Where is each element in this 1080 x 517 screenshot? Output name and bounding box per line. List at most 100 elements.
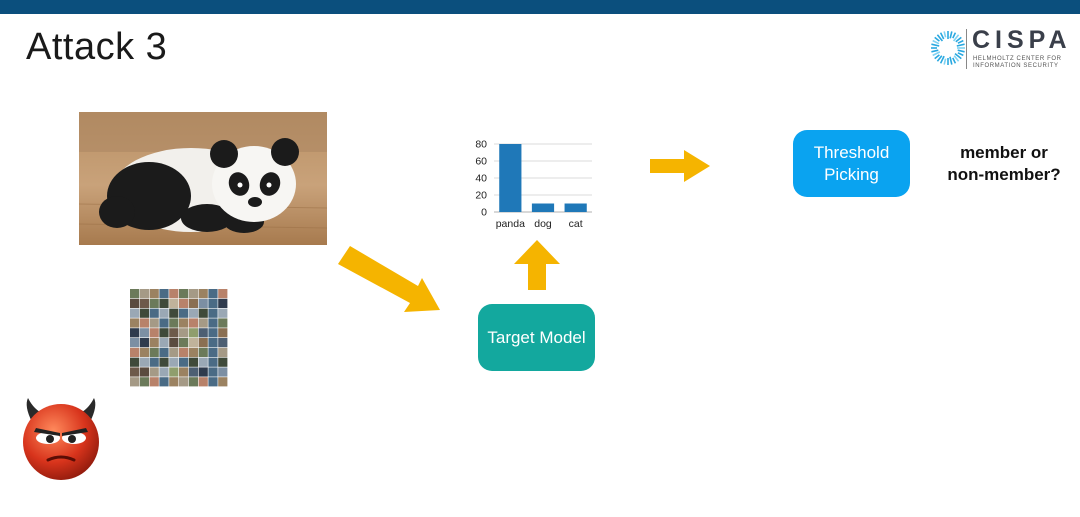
logo-ray [933, 41, 939, 44]
thumbnail-cell [208, 309, 217, 318]
chart-ytick-label: 60 [475, 156, 487, 168]
logo-ray [953, 58, 956, 63]
result-line1: member or [934, 142, 1074, 164]
thumbnail-cell [189, 338, 198, 347]
result-line2: non-member? [934, 164, 1074, 186]
thumbnail-cell [130, 377, 139, 386]
thumbnail-cell [130, 367, 139, 376]
logo-subtitle-line1: HELMHOLTZ CENTER FOR [973, 56, 1062, 63]
cispa-logo: CISPA HELMHOLTZ CENTER FOR INFORMATION S… [928, 26, 1073, 74]
chart-ytick-label: 20 [475, 190, 487, 202]
thumbnail-cell [189, 358, 198, 367]
thumbnail-cell [130, 318, 139, 327]
logo-ray [944, 31, 945, 37]
arrow-to-target-model [336, 246, 446, 316]
thumbnail-cell [189, 367, 198, 376]
logo-ray [944, 59, 945, 65]
thumbnail-cell [218, 299, 227, 308]
thumbnail-cell [199, 367, 208, 376]
thumbnail-cell [179, 377, 188, 386]
slide-title: Attack 3 [26, 26, 167, 69]
thumbnail-cell [150, 309, 159, 318]
top-bar [0, 0, 1080, 14]
thumbnail-cell [208, 367, 217, 376]
logo-ray [931, 50, 938, 52]
thumbnail-cell [199, 338, 208, 347]
thumbnail-cell [218, 309, 227, 318]
thumbnail-cell [179, 318, 188, 327]
thumbnail-cell [140, 348, 149, 357]
thumbnail-cell [199, 328, 208, 337]
thumbnail-cell [169, 318, 178, 327]
logo-mark-icon [928, 26, 968, 74]
thumbnail-cell [169, 289, 178, 298]
thumbnail-cell [150, 367, 159, 376]
thumbnail-cell [218, 289, 227, 298]
thumbnail-cell [208, 377, 217, 386]
thumbnail-cell [159, 358, 168, 367]
thumbnail-cell [159, 328, 168, 337]
thumbnail-cell [189, 289, 198, 298]
thumbnail-cell [218, 338, 227, 347]
logo-ray [950, 57, 952, 65]
thumbnail-cell [199, 377, 208, 386]
thumbnail-cell [218, 358, 227, 367]
thumbnail-cell [150, 377, 159, 386]
thumbnail-cell [189, 377, 198, 386]
thumbnail-cell [159, 299, 168, 308]
thumbnail-cell [130, 358, 139, 367]
logo-subtitle-line2: INFORMATION SECURITY [973, 63, 1062, 70]
thumbnail-cell [140, 318, 149, 327]
thumbnail-cell [189, 348, 198, 357]
thumbnail-cell [150, 348, 159, 357]
threshold-label-line2: Picking [814, 164, 890, 186]
chart-bar-panda [499, 144, 521, 212]
thumbnail-cell [140, 377, 149, 386]
logo-ray [931, 44, 939, 46]
logo-ray [935, 37, 940, 41]
thumbnail-cell [179, 348, 188, 357]
thumbnail-cell [189, 318, 198, 327]
thumbnail-cell [208, 328, 217, 337]
thumbnail-cell [169, 338, 178, 347]
thumbnail-cell [140, 358, 149, 367]
thumbnail-cell [179, 358, 188, 367]
thumbnail-cell [169, 328, 178, 337]
thumbnail-cell [218, 328, 227, 337]
arrow-to-threshold [650, 150, 710, 182]
logo-ray [950, 31, 952, 38]
thumbnail-cell [199, 358, 208, 367]
threshold-picking-box: Threshold Picking [793, 130, 910, 197]
logo-ray [957, 44, 965, 46]
thumbnail-cell [150, 358, 159, 367]
thumbnail-cell [179, 367, 188, 376]
thumbnail-cell [199, 348, 208, 357]
dataset-thumbnail [130, 289, 228, 387]
thumbnail-cell [199, 289, 208, 298]
chart-xtick-label: cat [569, 218, 583, 230]
thumbnail-cell [130, 299, 139, 308]
devil-face-icon [18, 396, 104, 482]
threshold-label-line1: Threshold [814, 142, 890, 164]
thumbnail-cell [159, 367, 168, 376]
thumbnail-cell [140, 309, 149, 318]
thumbnail-cell [140, 367, 149, 376]
thumbnail-cell [208, 318, 217, 327]
thumbnail-cell [179, 299, 188, 308]
thumbnail-cell [208, 289, 217, 298]
thumbnail-cell [159, 318, 168, 327]
thumbnail-cell [208, 338, 217, 347]
target-model-label: Target Model [487, 328, 585, 348]
membership-question: member or non-member? [934, 142, 1074, 186]
logo-ray [935, 55, 940, 59]
thumbnail-cell [140, 328, 149, 337]
thumbnail-cell [130, 338, 139, 347]
chart-bar-dog [532, 204, 554, 213]
logo-subtitle: HELMHOLTZ CENTER FOR INFORMATION SECURIT… [973, 56, 1062, 70]
chart-xtick-label: dog [534, 218, 552, 230]
thumbnail-cell [150, 289, 159, 298]
thumbnail-cell [130, 309, 139, 318]
thumbnail-cell [159, 309, 168, 318]
logo-ray [953, 33, 956, 38]
